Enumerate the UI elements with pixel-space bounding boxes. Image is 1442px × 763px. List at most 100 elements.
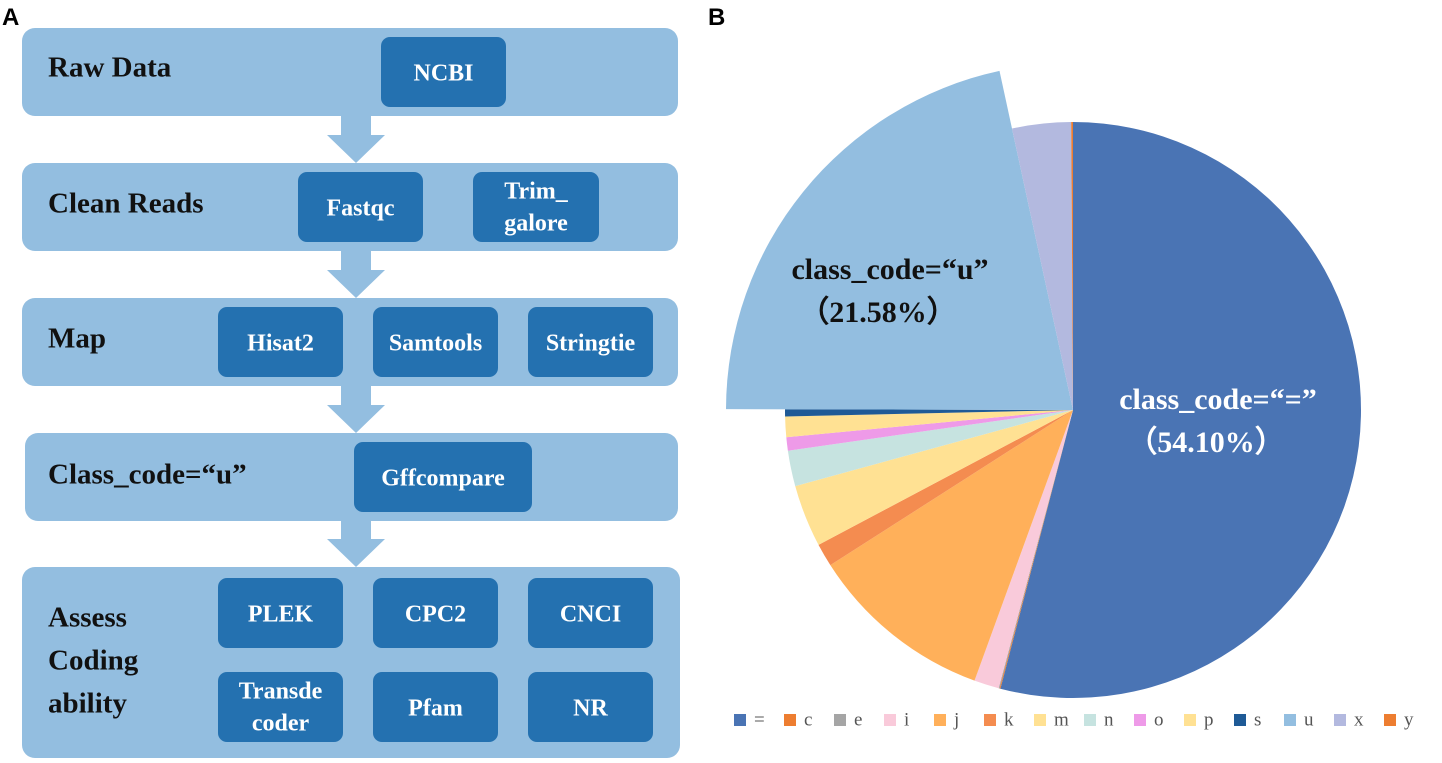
legend-item-=: = [734,709,765,730]
legend-label: u [1304,709,1314,730]
legend-swatch [1184,714,1196,726]
tool-box-bg [373,578,498,648]
pie-slice-p [785,410,1073,438]
flow-arrow [327,386,385,433]
stage-title: Map [48,323,106,355]
legend-item-n: n [1084,709,1114,730]
legend-label: n [1104,709,1114,730]
legend-swatch [1034,714,1046,726]
pie-slice-k [818,410,1073,566]
tool-box-bg [381,37,506,107]
tool-box: NR [528,672,653,742]
pie-slice-u [726,70,1073,411]
tool-label: Trim_ [504,179,569,205]
tool-box-bg [298,172,423,242]
tool-label: CNCI [560,602,621,628]
tool-box-bg [218,307,343,377]
flow-arrow [327,521,385,567]
legend-label: y [1404,709,1414,730]
tool-label: Fastqc [327,196,395,222]
pie-slice-= [1000,122,1361,698]
stage-title: Coding [48,645,139,677]
tool-box-bg [473,172,599,242]
legend-swatch [984,714,996,726]
tool-label: Stringtie [546,331,636,357]
legend-label: m [1054,709,1069,730]
legend-item-u: u [1284,709,1314,730]
legend-swatch [1284,714,1296,726]
legend-item-x: x [1334,709,1364,730]
legend-item-o: o [1134,709,1164,730]
pie-data-labels: class_code=“=”（54.10%）class_code=“u”（21.… [791,253,1316,459]
tool-label: Transde [239,679,323,705]
legend-item-m: m [1034,709,1069,730]
tool-label: galore [504,211,568,237]
workflow-stage: Clean Reads Fastqc Trim_galore [22,163,678,251]
workflow-stage: Map Hisat2 Samtools Stringtie [22,298,678,386]
tool-box: Gffcompare [354,442,532,512]
tool-box-bg [528,578,653,648]
legend-label: j [953,709,959,730]
tool-box: Trim_galore [473,172,599,242]
pie-slice-j [830,410,1073,681]
pie-chart-panel: B class_code=“=”（54.10%）class_code=“u”（2… [708,4,1414,730]
legend-item-k: k [984,709,1014,730]
tool-box-bg [218,578,343,648]
legend-label: x [1354,709,1364,730]
tool-box-bg [528,672,653,742]
tool-label: NR [573,696,608,722]
tool-box: CPC2 [373,578,498,648]
legend-label: s [1254,709,1261,730]
legend-swatch [1384,714,1396,726]
tool-box-bg [373,672,498,742]
tool-label: NCBI [413,61,473,87]
legend-item-i: i [884,709,909,730]
legend-label: e [854,709,862,730]
legend-swatch [884,714,896,726]
legend-item-s: s [1234,709,1261,730]
tool-box: Hisat2 [218,307,343,377]
data-label-percent: （21.58%） [799,295,957,329]
tool-label: Samtools [389,331,482,357]
legend-item-j: j [934,709,959,730]
tool-box: Stringtie [528,307,653,377]
pie-slice-o [786,410,1073,451]
tool-label: Gffcompare [381,466,505,492]
flow-arrow [327,116,385,163]
tool-box-bg [528,307,653,377]
pie-slice-x [1011,122,1073,410]
tool-label: coder [252,711,310,737]
pie-slice-c [999,410,1073,689]
legend-label: p [1204,709,1214,730]
legend-item-e: e [834,709,862,730]
legend-label: k [1004,709,1014,730]
tool-box: PLEK [218,578,343,648]
tool-label: Hisat2 [247,331,314,357]
stage-box [22,298,678,386]
legend-swatch [1234,714,1246,726]
legend-swatch [734,714,746,726]
tool-label: PLEK [248,602,314,628]
legend-swatch [834,714,846,726]
pie-slice-e [998,410,1073,689]
stage-box [22,28,678,116]
legend-item-c: c [784,709,812,730]
pie-slice-y [1071,122,1073,410]
pie-slice-n [787,410,1073,487]
stage-title: Class_code=“u” [48,459,247,491]
legend-swatch [1084,714,1096,726]
legend-item-y: y [1384,709,1414,730]
stage-title: Assess [48,602,127,634]
tool-box: Transde coder [218,672,343,742]
panel-label-b: B [708,4,725,31]
legend-label: i [904,709,909,730]
tool-box-bg [218,672,343,742]
data-label-name: class_code=“=” [1119,383,1317,416]
stage-title: Clean Reads [48,188,203,220]
tool-box: CNCI [528,578,653,648]
pie-chart [726,70,1361,698]
